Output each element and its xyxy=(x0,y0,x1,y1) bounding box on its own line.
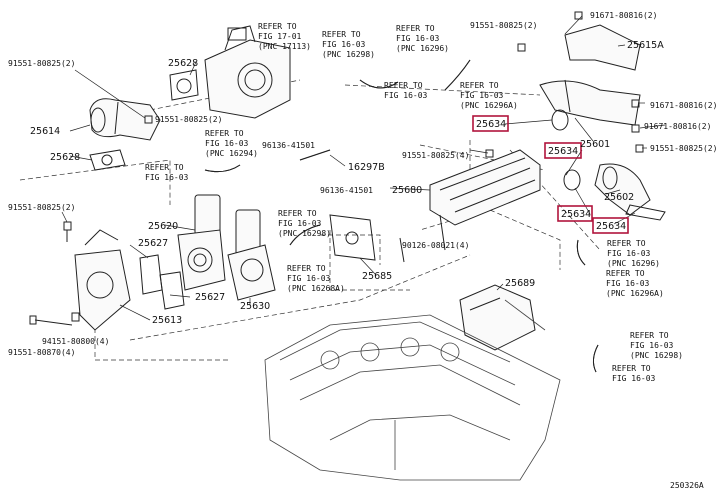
egr-valve-25630 xyxy=(227,209,276,301)
highlight-box-25634-a[interactable] xyxy=(472,115,509,132)
part-number: 25689 xyxy=(505,278,535,289)
label: REFER TO xyxy=(396,24,435,33)
label: FIG 16-03 xyxy=(278,219,322,228)
label: FIG 16-03 xyxy=(612,374,656,383)
label: REFER TO xyxy=(384,81,423,90)
plate-25685 xyxy=(329,214,376,261)
label: (PNC 16268A) xyxy=(287,284,345,293)
label: 96136-41501 xyxy=(320,186,373,195)
label: FIG 16-03 xyxy=(607,249,651,258)
label: REFER TO xyxy=(145,163,184,172)
part-number-25634: 25634 xyxy=(596,221,626,232)
label: FIG 16-03 xyxy=(606,279,650,288)
gaskets-25634 xyxy=(551,109,666,221)
label: REFER TO xyxy=(460,81,499,90)
engine-block xyxy=(264,299,561,481)
label: (PNC 16296A) xyxy=(460,101,518,110)
part-number: 16297B xyxy=(348,162,385,173)
label: (PNC 16298) xyxy=(630,351,683,360)
bracket-25689 xyxy=(459,284,536,351)
label: (PNC 16294) xyxy=(205,149,258,158)
label: (PNC 16298) xyxy=(278,229,331,238)
label: 91671-80816(2) xyxy=(590,11,657,20)
label: (PNC 16296A) xyxy=(606,289,664,298)
part-number: 25685 xyxy=(362,271,392,282)
label: REFER TO xyxy=(630,331,669,340)
label: (PNC 16296) xyxy=(607,259,660,268)
label: 90126-08021(4) xyxy=(402,241,469,250)
label: 91551-80825(2) xyxy=(8,59,75,68)
label: REFER TO xyxy=(278,209,317,218)
label: 91671-80816(2) xyxy=(644,122,711,131)
part-number: 25680 xyxy=(392,185,422,196)
label: 91551-80825(4) xyxy=(402,151,469,160)
label: (PNC 16296) xyxy=(396,44,449,53)
part-number-25634: 25634 xyxy=(561,209,591,220)
part-number: 25601 xyxy=(580,139,610,150)
label: FIG 16-03 xyxy=(396,34,440,43)
label: 91551-80825(2) xyxy=(470,21,537,30)
egr-pipe-25602 xyxy=(594,163,651,216)
callout-labels: REFER TO FIG 17-01 (PNC 17113) REFER TO … xyxy=(8,11,717,490)
label: FIG 16-03 xyxy=(630,341,674,350)
part-number: 25620 xyxy=(148,221,178,232)
egr-valve-25620 xyxy=(177,194,226,291)
label: FIG 16-03 xyxy=(384,91,428,100)
inlet-pipe-25614 xyxy=(89,98,161,141)
part-number: 25615A xyxy=(627,40,664,51)
part-number: 25628 xyxy=(168,58,198,69)
label: FIG 16-03 xyxy=(205,139,249,148)
highlight-box-25634-b[interactable] xyxy=(544,142,582,159)
label: REFER TO xyxy=(606,269,645,278)
part-number: 25627 xyxy=(195,292,225,303)
gasket-25627 xyxy=(139,254,185,310)
label: 91551-80825(2) xyxy=(155,115,222,124)
label: (PNC 17113) xyxy=(258,42,311,51)
label: FIG 17-01 xyxy=(258,32,302,41)
throttle-body xyxy=(204,25,291,119)
hoses xyxy=(204,59,599,373)
label: 91551-80825(2) xyxy=(650,144,717,153)
part-number-25634: 25634 xyxy=(476,119,506,130)
figure-id: 250326A xyxy=(670,481,704,490)
label: REFER TO xyxy=(322,30,361,39)
bolts xyxy=(29,11,644,326)
label: REFER TO xyxy=(287,264,326,273)
egr-cooler-25680 xyxy=(429,149,541,226)
label: REFER TO xyxy=(205,129,244,138)
part-number: 25628 xyxy=(50,152,80,163)
part-number: 25627 xyxy=(138,238,168,249)
part-number: 25630 xyxy=(240,301,270,312)
part-number: 25614 xyxy=(30,126,60,137)
egr-pipe-25601 xyxy=(539,79,641,126)
leader-lines xyxy=(61,15,666,321)
label: 91551-80870(4) xyxy=(8,348,75,357)
label: (PNC 16298) xyxy=(322,50,375,59)
label: 96136-41501 xyxy=(262,141,315,150)
label: FIG 16-03 xyxy=(145,173,189,182)
part-number: 25602 xyxy=(604,192,634,203)
heat-shield-25615A xyxy=(564,24,641,71)
highlight-box-25634-c[interactable] xyxy=(557,205,593,222)
label: REFER TO xyxy=(258,22,297,31)
label: 91551-80825(2) xyxy=(8,203,75,212)
label: FIG 16-03 xyxy=(460,91,504,100)
gasket-25628-top xyxy=(169,69,199,101)
label: REFER TO xyxy=(607,239,646,248)
part-number: 25613 xyxy=(152,315,182,326)
part-number-25634: 25634 xyxy=(548,146,578,157)
gasket-25628-left xyxy=(89,149,126,171)
label: REFER TO xyxy=(612,364,651,373)
label: FIG 16-03 xyxy=(287,274,331,283)
label: 91671-80816(2) xyxy=(650,101,717,110)
label: 94151-80800(4) xyxy=(42,337,109,346)
housing-25613 xyxy=(74,229,131,331)
label: FIG 16-03 xyxy=(322,40,366,49)
highlight-box-25634-d[interactable] xyxy=(592,217,629,234)
